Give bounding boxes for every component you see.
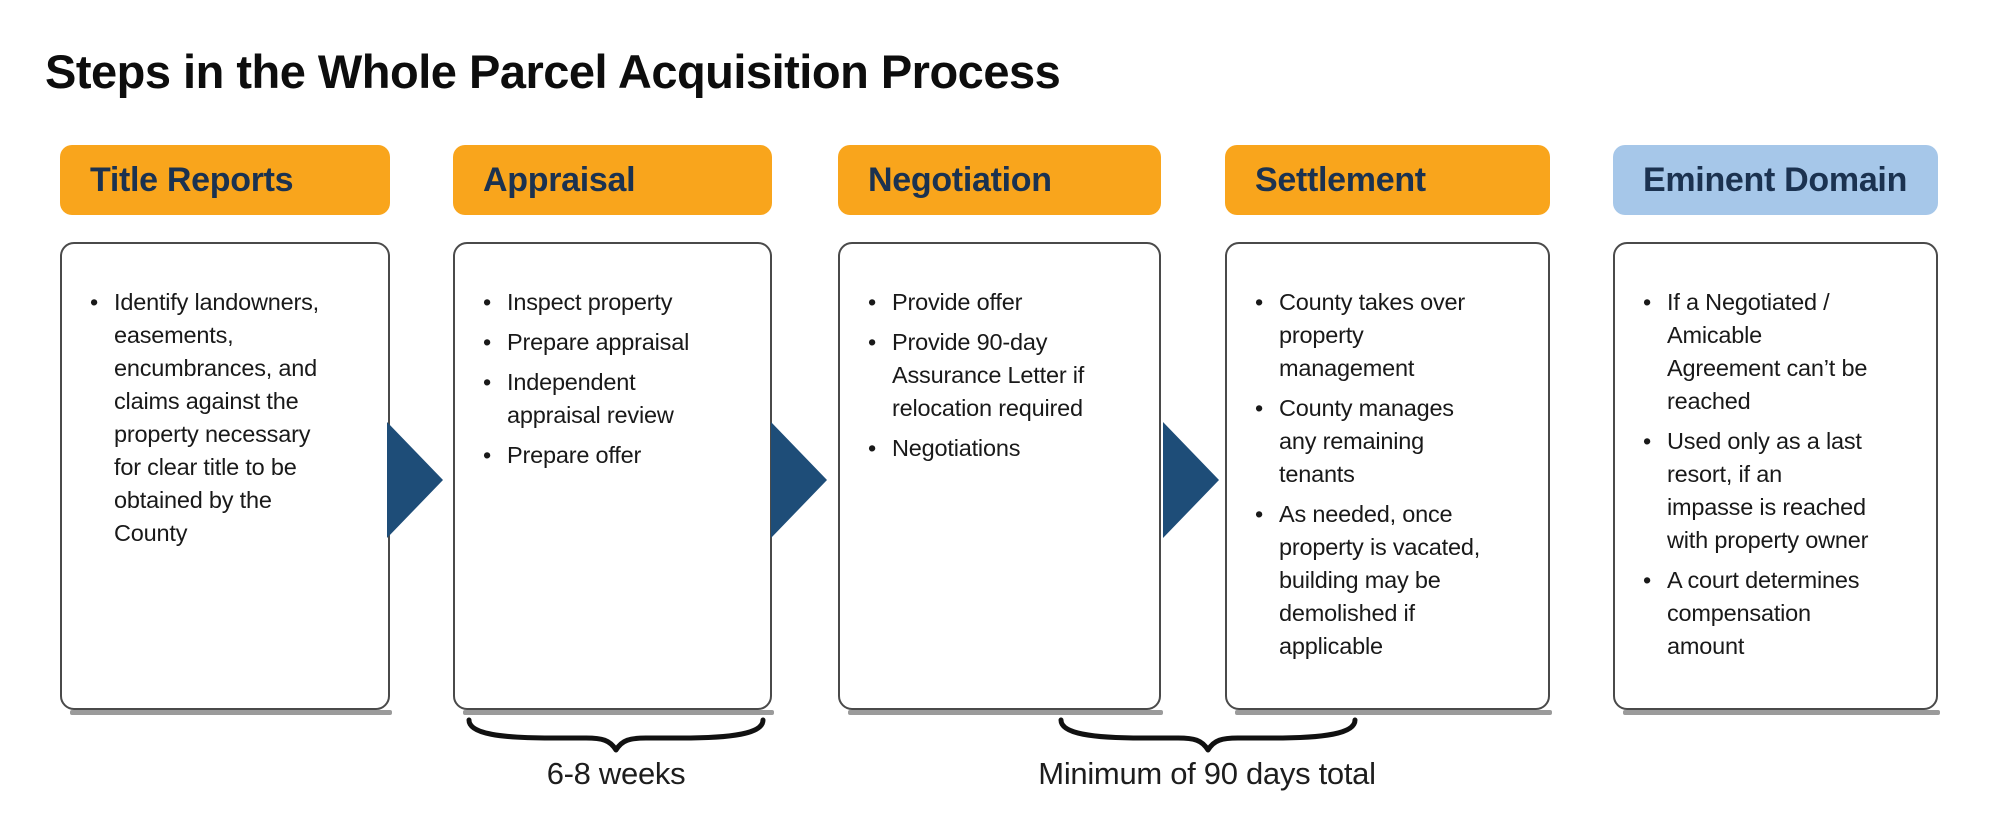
bullet-text: Prepare appraisal	[507, 329, 690, 355]
bullet-item: • Used only as a last resort, if an impa…	[1643, 425, 1924, 557]
brace-icon	[1057, 716, 1359, 754]
bullet-item: • As needed, once property is vacated, b…	[1255, 498, 1536, 663]
bullet-text: County takes over property management	[1279, 289, 1465, 381]
step-header-negotiation: Negotiation	[838, 145, 1161, 215]
step-column-title-reports: Title Reports • Identify landowners, eas…	[60, 145, 392, 715]
bullet-text: As needed, once property is vacated, bui…	[1279, 501, 1481, 659]
diagram-title: Steps in the Whole Parcel Acquisition Pr…	[45, 45, 1061, 98]
bullet-text: Identify landowners, easements, encumbra…	[114, 289, 320, 546]
bullet-icon: •	[868, 289, 877, 315]
bullet-text: County manages any remaining tenants	[1279, 395, 1454, 487]
bullet-icon: •	[483, 329, 492, 355]
bullet-item: • Prepare offer	[483, 439, 758, 472]
bullet-icon: •	[1643, 567, 1652, 593]
bullet-item: • Provide offer	[868, 286, 1147, 319]
bullet-text: Used only as a last resort, if an impass…	[1667, 428, 1869, 553]
bullet-icon: •	[90, 289, 99, 315]
bullet-text: Provide offer	[892, 289, 1023, 315]
step-header-settlement: Settlement	[1225, 145, 1550, 215]
bullet-item: • Provide 90-day Assurance Letter if rel…	[868, 326, 1147, 425]
step-header-title-reports: Title Reports	[60, 145, 390, 215]
bullet-icon: •	[483, 442, 492, 468]
step-column-appraisal: Appraisal • Inspect property • Prepare a…	[453, 145, 774, 715]
bullet-icon: •	[1643, 289, 1652, 315]
step-header-eminent-domain: Eminent Domain	[1613, 145, 1938, 215]
step-column-settlement: Settlement • County takes over property …	[1225, 145, 1552, 715]
bullet-text: Prepare offer	[507, 442, 642, 468]
bullet-item: • Identify landowners, easements, encumb…	[90, 286, 376, 550]
bullet-item: • County manages any remaining tenants	[1255, 392, 1536, 491]
step-body-appraisal: • Inspect property • Prepare appraisal •…	[453, 242, 774, 715]
bullet-item: • If a Negotiated / Amicable Agreement c…	[1643, 286, 1924, 418]
bullet-item: • A court determines compensation amount	[1643, 564, 1924, 663]
bullet-item: • Negotiations	[868, 432, 1147, 465]
bullet-icon: •	[1255, 395, 1264, 421]
bullet-text: Provide 90-day Assurance Letter if reloc…	[892, 329, 1085, 421]
step-column-eminent-domain: Eminent Domain • If a Negotiated / Amica…	[1613, 145, 1940, 715]
step-body-title-reports: • Identify landowners, easements, encumb…	[60, 242, 392, 715]
step-body-eminent-domain: • If a Negotiated / Amicable Agreement c…	[1613, 242, 1940, 715]
bullet-text: Inspect property	[507, 289, 673, 315]
brace-icon	[465, 716, 767, 754]
bullet-icon: •	[868, 435, 877, 461]
arrow-right-icon	[387, 422, 443, 538]
duration-label-negotiation-settlement: Minimum of 90 days total	[1038, 756, 1376, 791]
bullet-text: A court determines compensation amount	[1667, 567, 1860, 659]
step-body-settlement: • County takes over property management …	[1225, 242, 1552, 715]
bullet-icon: •	[1643, 428, 1652, 454]
bullet-text: Independent appraisal review	[507, 369, 674, 428]
arrow-right-icon	[771, 422, 827, 538]
bullet-icon: •	[483, 369, 492, 395]
bullet-icon: •	[868, 329, 877, 355]
bullet-item: • Prepare appraisal	[483, 326, 758, 359]
step-header-appraisal: Appraisal	[453, 145, 772, 215]
step-body-negotiation: • Provide offer • Provide 90-day Assuran…	[838, 242, 1163, 715]
bullet-item: • County takes over property management	[1255, 286, 1536, 385]
bullet-icon: •	[1255, 501, 1264, 527]
step-column-negotiation: Negotiation • Provide offer • Provide 90…	[838, 145, 1163, 715]
bullet-icon: •	[1255, 289, 1264, 315]
bullet-item: • Inspect property	[483, 286, 758, 319]
bullet-icon: •	[483, 289, 492, 315]
duration-label-appraisal: 6-8 weeks	[546, 756, 686, 791]
bullet-item: • Independent appraisal review	[483, 366, 758, 432]
bullet-text: If a Negotiated / Amicable Agreement can…	[1667, 289, 1868, 414]
bullet-text: Negotiations	[892, 435, 1021, 461]
arrow-right-icon	[1163, 422, 1219, 538]
